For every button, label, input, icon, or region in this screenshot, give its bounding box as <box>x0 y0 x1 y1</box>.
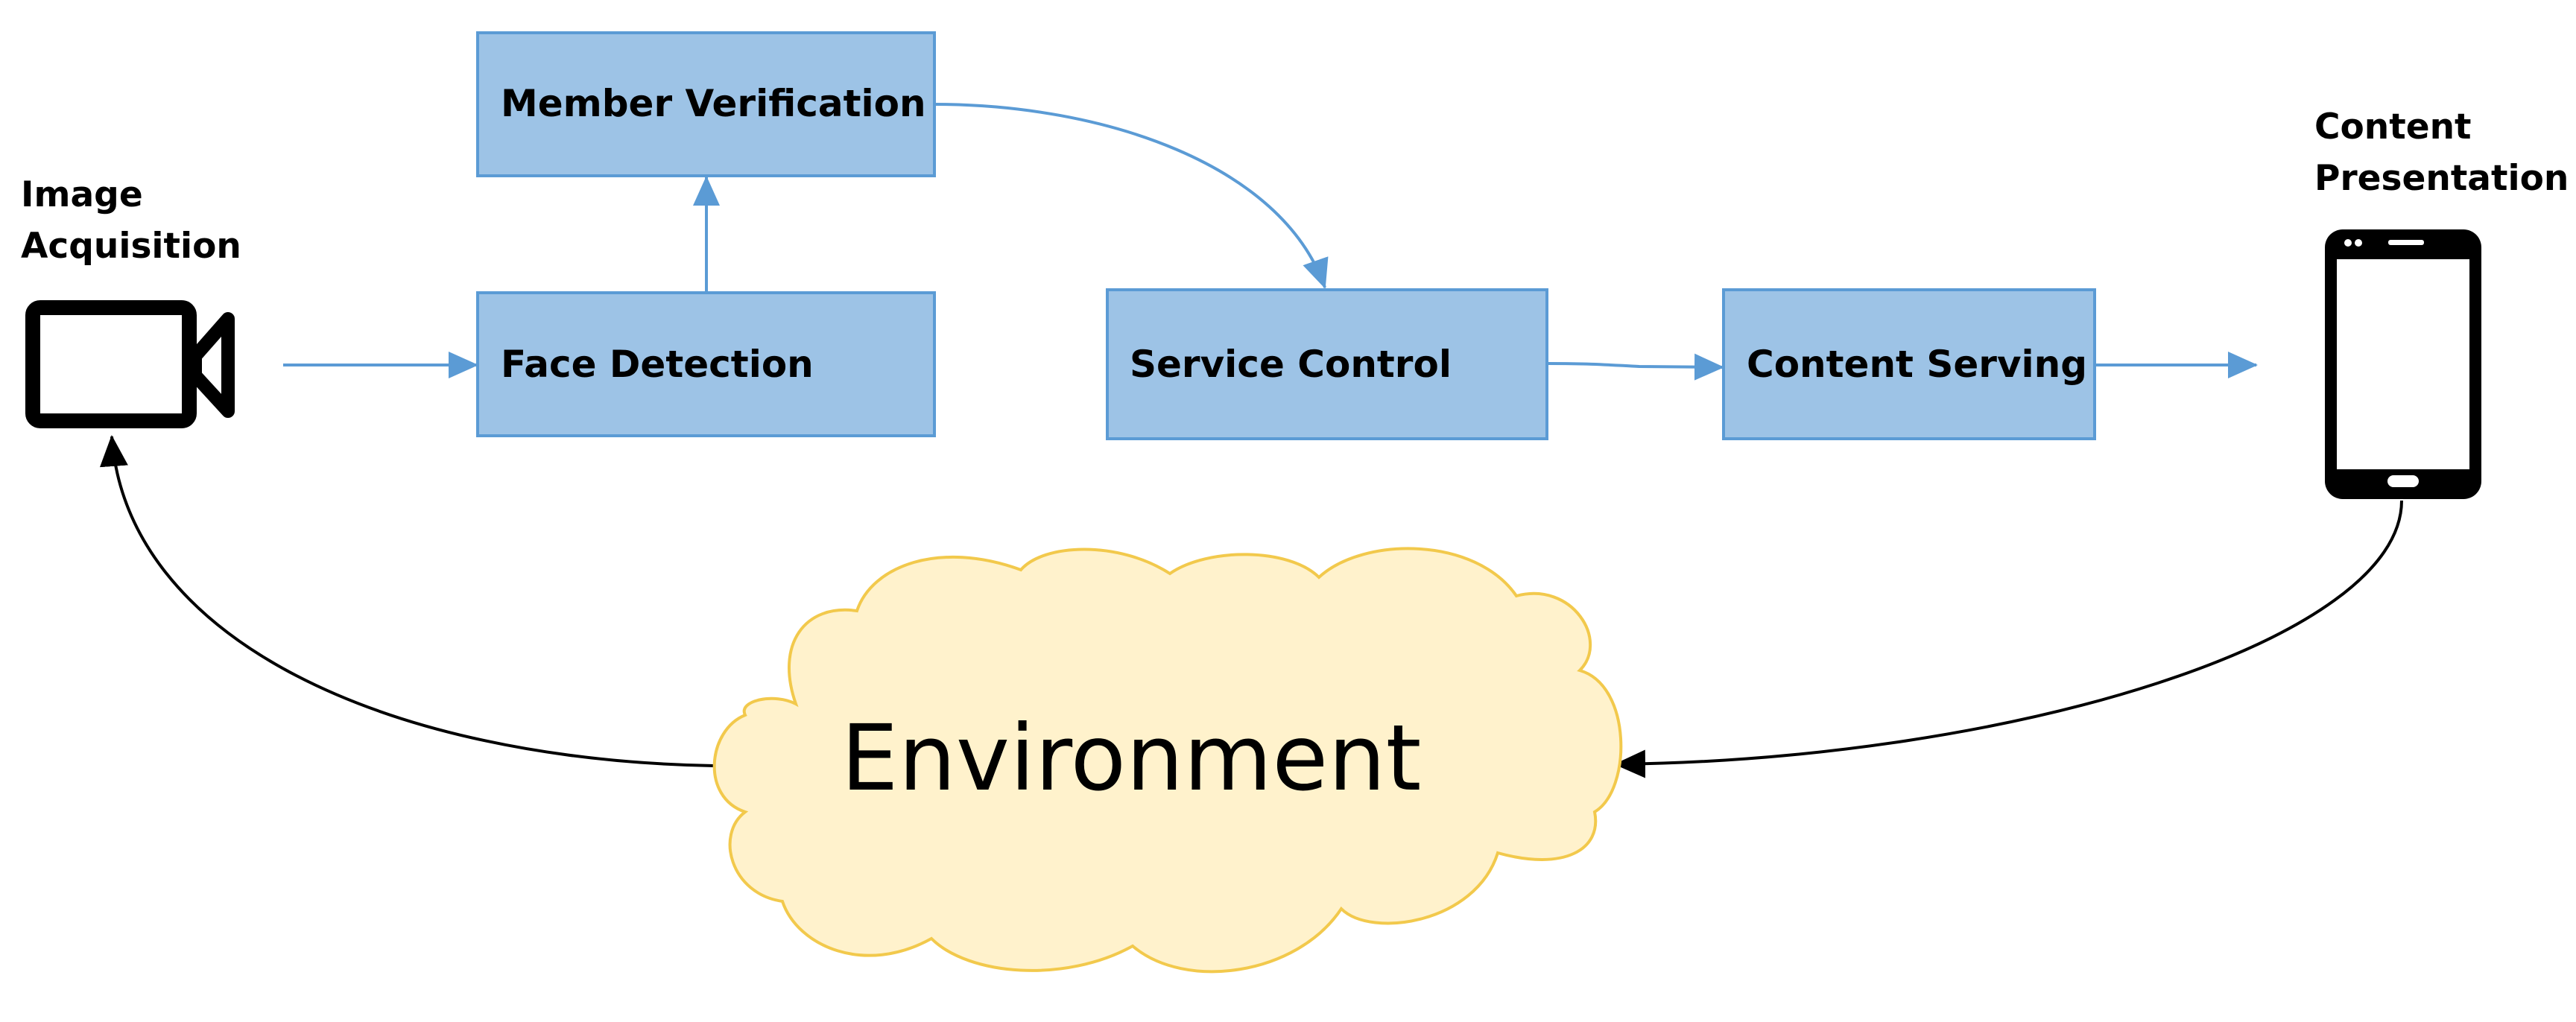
member-verification-box: Member Verification <box>476 31 936 177</box>
image-acquisition-label-line1: Image <box>21 174 143 215</box>
video-camera-icon <box>25 300 235 428</box>
member-verification-label: Member Verification <box>501 82 926 125</box>
image-acquisition-node: Image Acquisition <box>21 174 241 428</box>
environment-cloud: Environment <box>712 547 1623 974</box>
edge-member-verification-to-service-control <box>934 103 1329 289</box>
edge-environment-to-image-acquisition <box>100 435 715 767</box>
loop-edges <box>100 435 2403 778</box>
edge-content-presentation-to-environment <box>1614 500 2403 778</box>
content-presentation-label-line2: Presentation <box>2314 158 2569 199</box>
content-presentation-label-line1: Content <box>2314 107 2472 147</box>
smartphone-icon <box>2325 229 2481 499</box>
service-control-box: Service Control <box>1106 288 1548 440</box>
image-acquisition-label-line2: Acquisition <box>21 226 241 267</box>
environment-label: Environment <box>841 705 1421 811</box>
edge-service-control-to-content-serving <box>1547 353 1724 381</box>
service-control-label: Service Control <box>1130 343 1452 386</box>
face-detection-box: Face Detection <box>476 291 936 437</box>
content-serving-label: Content Serving <box>1747 343 2087 386</box>
cloud-shape <box>712 547 1623 974</box>
content-serving-box: Content Serving <box>1722 288 2096 440</box>
content-presentation-node: Content Presentation <box>2314 107 2569 499</box>
flow-edges <box>283 103 2258 381</box>
face-detection-label: Face Detection <box>501 343 814 386</box>
